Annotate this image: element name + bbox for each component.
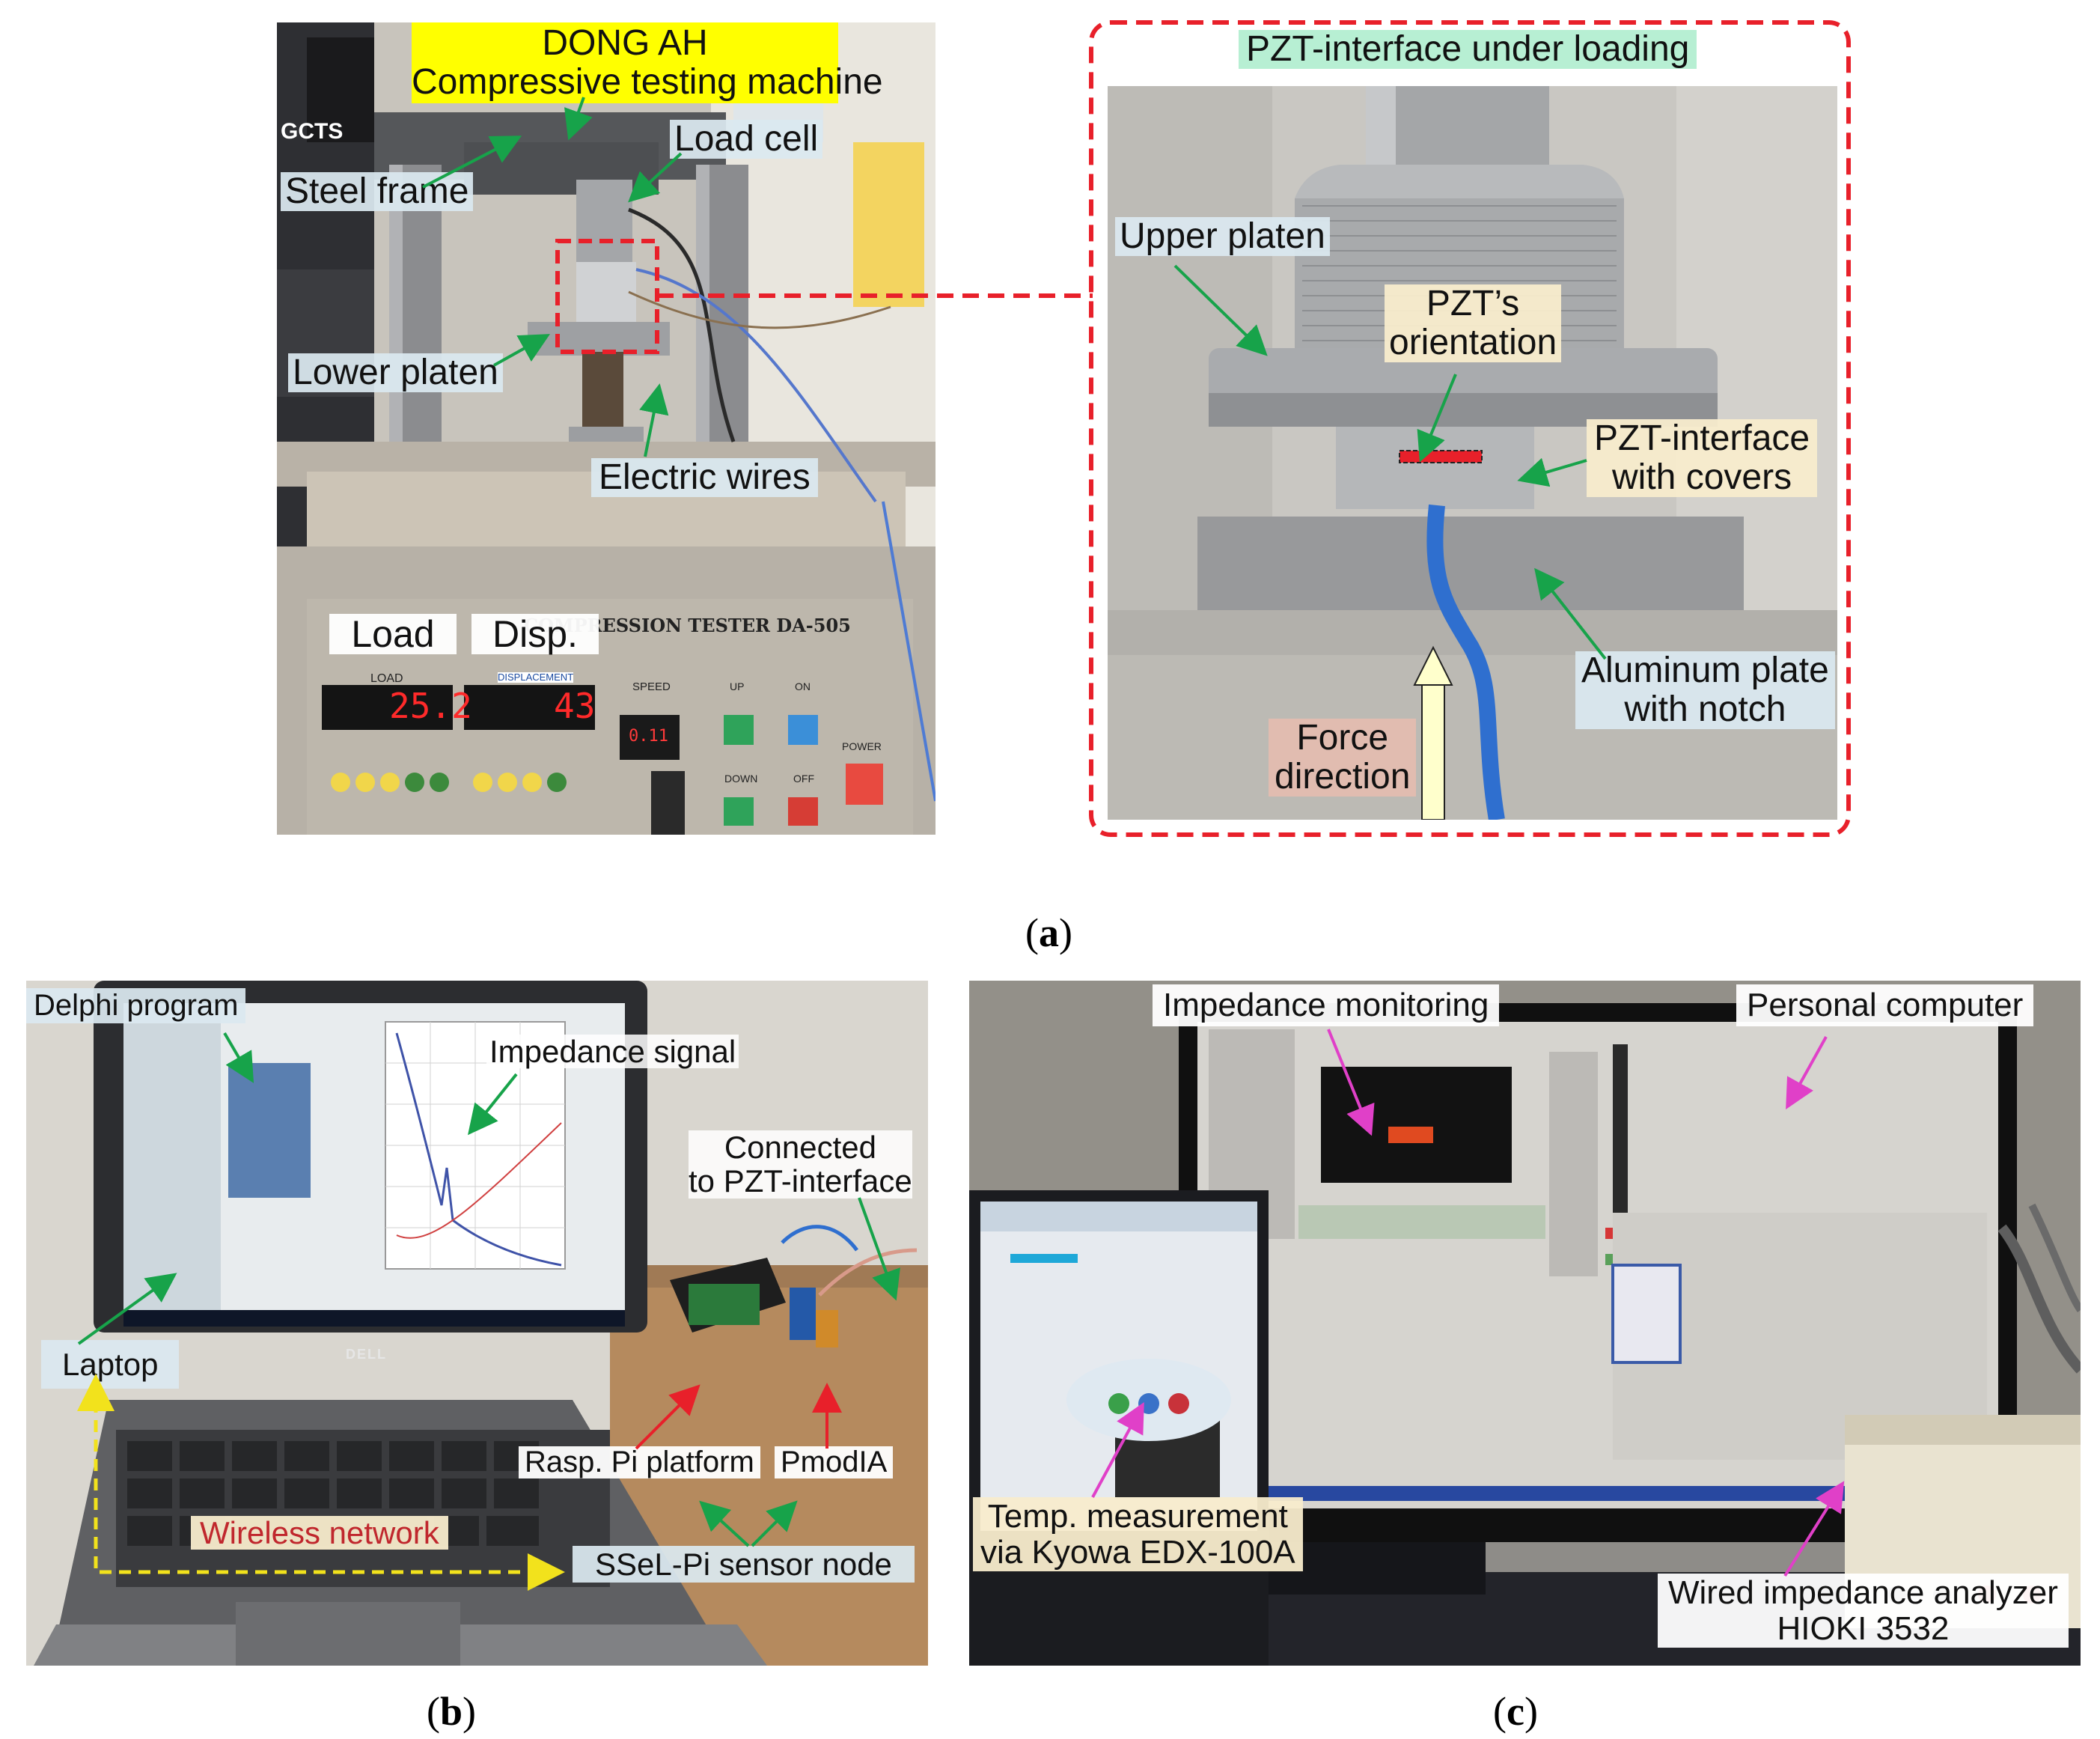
zoom-region-box xyxy=(555,239,659,354)
caption-a: (a) xyxy=(1025,910,1072,955)
power-label: POWER xyxy=(842,740,882,752)
arrow-node-pmodia xyxy=(751,1500,798,1547)
temp-measurement-label: Temp. measurement via Kyowa EDX-100A xyxy=(973,1497,1303,1572)
pmodia-label: PmodIA xyxy=(775,1446,894,1479)
load-label: Load xyxy=(329,614,457,654)
arrow-laptop xyxy=(77,1273,177,1345)
zoom-panel-frame xyxy=(1089,20,1851,837)
arrow-connected xyxy=(858,1197,900,1301)
pzt-interface-illustration xyxy=(1108,86,1837,820)
dell-logo: DELL xyxy=(346,1347,387,1362)
pc-setup-photo: Impedance monitoring Personal computer T… xyxy=(969,981,2081,1666)
machine-title-label: DONG AH Compressive testing machine xyxy=(412,22,883,103)
up-label: UP xyxy=(730,680,745,692)
arrow-aluminum-plate xyxy=(1534,567,1607,660)
steel-frame-label: Steel frame xyxy=(281,172,474,211)
arrow-pzt-orientation xyxy=(1417,374,1457,463)
electric-wires-label: Electric wires xyxy=(591,458,818,497)
load-reading: 25.2 xyxy=(389,686,472,726)
lower-platen-label: Lower platen xyxy=(288,353,503,392)
arrow-lower-platen xyxy=(493,334,550,367)
displacement-reading: 43 xyxy=(554,686,596,726)
load-cell-label: Load cell xyxy=(670,120,823,159)
on-label: ON xyxy=(795,680,811,692)
arrow-machine-title xyxy=(564,97,593,141)
arrow-wired-analyzer xyxy=(1783,1481,1845,1577)
compression-machine-photo: GCTS COMPRESSION TESTER DA-505 LOAD DISP… xyxy=(277,22,935,835)
arrow-temp-measurement xyxy=(1091,1401,1144,1498)
caption-c: (c) xyxy=(1493,1689,1538,1734)
caption-b: (b) xyxy=(427,1689,477,1734)
personal-computer-label: Personal computer xyxy=(1736,984,2034,1026)
speed-reading: 0.11 xyxy=(629,727,668,746)
arrow-pzt-interface xyxy=(1517,457,1587,487)
arrow-personal-computer xyxy=(1786,1036,1828,1109)
sensor-node-label: SSeL-Pi sensor node xyxy=(573,1546,915,1583)
disp-label: Disp. xyxy=(471,614,599,654)
arrow-electric-wires xyxy=(639,383,669,457)
arrow-upper-platen xyxy=(1173,264,1268,356)
arrow-impedance-monitoring xyxy=(1327,1029,1375,1136)
wired-impedance-analyzer-label: Wired impedance analyzer HIOKI 3532 xyxy=(1658,1574,2069,1648)
pzt-interface-label: PZT-interface with covers xyxy=(1587,419,1818,497)
arrow-load-cell xyxy=(628,152,683,203)
impedance-monitoring-label: Impedance monitoring xyxy=(1153,984,1500,1026)
arrow-node-rasp xyxy=(699,1500,750,1547)
connected-label: Connected to PZT-interface xyxy=(689,1130,912,1199)
arrow-rasp-pi xyxy=(635,1384,700,1450)
off-label: OFF xyxy=(793,773,814,785)
delphi-program-label: Delphi program xyxy=(26,988,246,1024)
arrow-steel-frame xyxy=(422,135,522,189)
arrow-impedance-signal xyxy=(468,1073,518,1136)
aluminum-plate-label: Aluminum plate with notch xyxy=(1575,651,1835,729)
zoom-title-label: PZT-interface under loading xyxy=(1239,30,1697,69)
wireless-path xyxy=(77,1374,565,1591)
impedance-signal-label: Impedance signal xyxy=(486,1035,739,1068)
pzt-orientation-label: PZT’s orientation xyxy=(1385,284,1562,362)
down-label: DOWN xyxy=(724,773,758,785)
speed-small-label: SPEED xyxy=(632,680,671,693)
displacement-small-label: DISPLACEMENT xyxy=(498,671,574,683)
brand-label: GCTS xyxy=(281,119,344,144)
load-small-label: LOAD xyxy=(370,672,403,685)
upper-platen-label: Upper platen xyxy=(1115,217,1330,256)
pzt-interface-photo: Upper platen PZT’s orientation PZT-inter… xyxy=(1108,86,1837,820)
force-direction-label: Force direction xyxy=(1269,719,1417,797)
arrow-delphi-program xyxy=(223,1032,254,1083)
